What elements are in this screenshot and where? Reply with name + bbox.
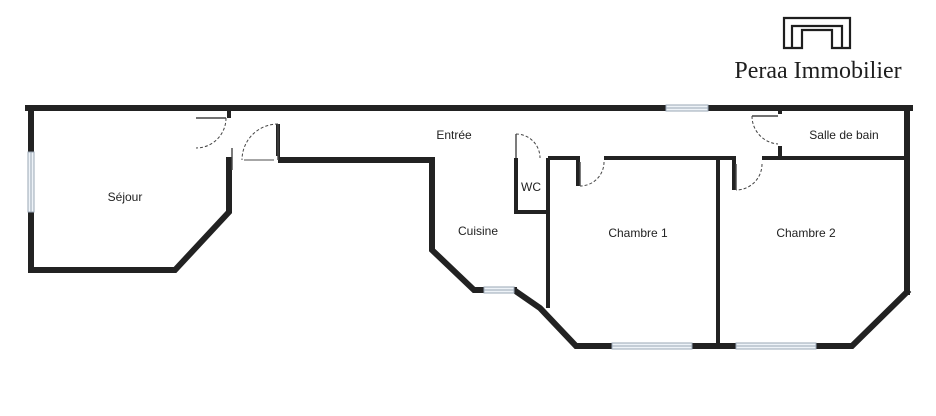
room-label-chambre-1: Chambre 1 [608, 226, 668, 240]
door-sejour-icon [195, 117, 227, 149]
brand-logo-icon [782, 16, 852, 50]
door-entree-icon [231, 123, 279, 170]
room-label-wc: WC [521, 180, 541, 194]
room-labels: Séjour Entrée Salle de bain WC Cuisine C… [108, 128, 879, 240]
door-salle-de-bain-icon [751, 114, 784, 146]
door-chambre-2-icon [735, 154, 763, 191]
room-label-sejour: Séjour [108, 190, 143, 204]
room-label-entree: Entrée [436, 128, 472, 142]
room-label-cuisine: Cuisine [458, 224, 498, 238]
room-label-salle-de-bain: Salle de bain [809, 128, 878, 142]
room-label-chambre-2: Chambre 2 [776, 226, 836, 240]
door-chambre-1-icon [579, 154, 605, 187]
outer-walls [25, 105, 913, 349]
brand-name: Peraa Immobilier [734, 58, 901, 84]
door-wc-icon [515, 133, 541, 159]
windows [27, 104, 817, 350]
doors [195, 114, 784, 191]
